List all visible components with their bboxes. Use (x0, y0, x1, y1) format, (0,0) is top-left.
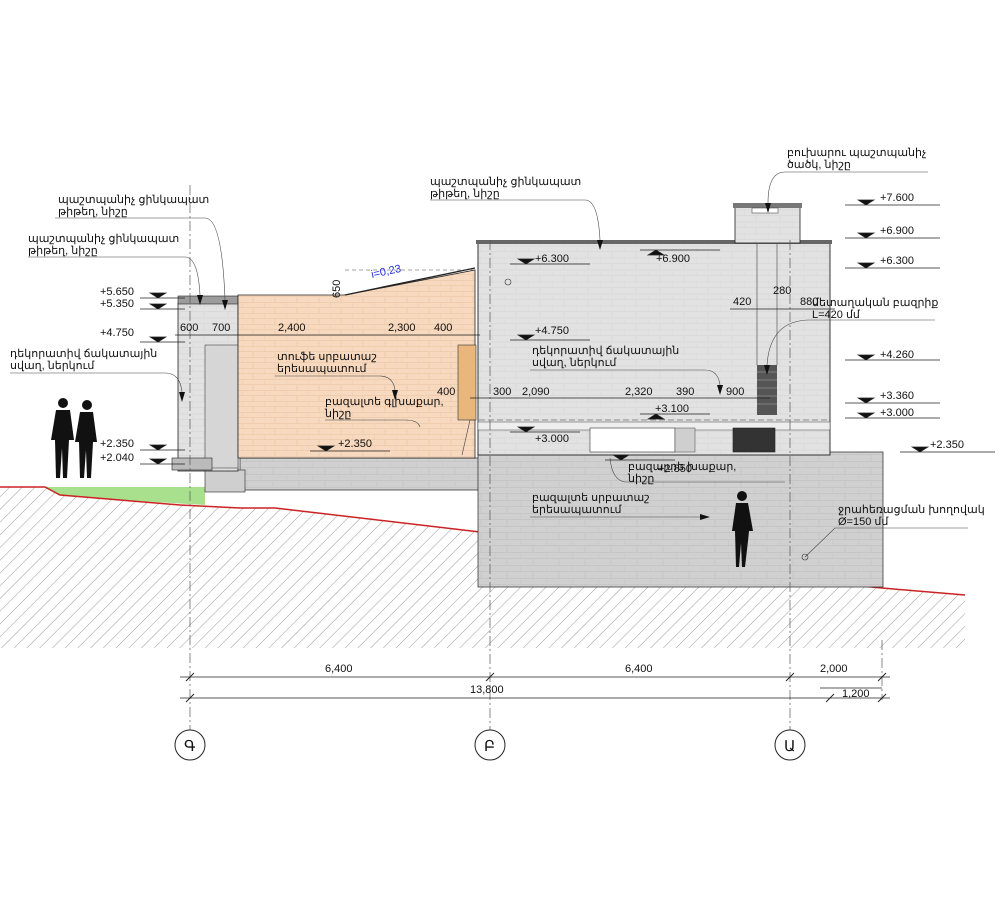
note-decor-mid-a: դեկորատիվ ճակատային (532, 345, 679, 357)
dim-2000: 2,000 (820, 663, 848, 675)
elev-3000-right: +3.000 (880, 407, 914, 419)
note-basalt-facing-a: բազալտե սրբատաշ (532, 492, 650, 504)
elev-6900-right: +6.900 (880, 225, 914, 237)
note-parapet-1a: պաշտպանիչ ցինկապատ (58, 194, 209, 206)
dim-650: 650 (331, 280, 343, 298)
elev-2350-left: +2.350 (100, 438, 134, 450)
elev-2040: +2.040 (100, 452, 134, 464)
note-chimney-a: բուխարու պաշտպանիչ (787, 147, 927, 159)
dark-window (732, 427, 776, 453)
main-roof-edge (476, 240, 832, 244)
note-basalt-cornice-a: բազալտե գլխաքար, (325, 396, 444, 408)
dim-6400-a: 6,400 (325, 663, 353, 675)
note-decor-left-b: սվաղ, ներկում (10, 360, 95, 372)
dim-400-b: 400 (437, 386, 455, 398)
note-drain-b: Ø=150 մմ (838, 516, 889, 528)
note-parapet-mid-b: թիթեղ, նիշը (430, 188, 500, 200)
note-tuff-b: երեսապատում (277, 363, 367, 375)
dim-6400-b: 6,400 (625, 663, 653, 675)
lower-plinth-left (239, 457, 481, 491)
note-metal-stair-a: մետաղական բազրիք (812, 297, 938, 309)
note-parapet-2a: պաշտպանիչ ցինկապատ (28, 233, 179, 245)
dim-1200: 1,200 (842, 688, 870, 700)
elev-4750-left: +4.750 (100, 327, 134, 339)
elev-6300-right: +6.300 (880, 255, 914, 267)
dim-880: 880 (800, 296, 818, 308)
lower-plinth-mid (477, 451, 884, 588)
elev-4260: +4.260 (880, 349, 914, 361)
main-volume (477, 242, 831, 456)
dim-420: 420 (733, 296, 751, 308)
note-parapet-mid-a: պաշտպանիչ ցինկապատ (430, 176, 581, 188)
note-decor-mid-b: սվաղ, ներկում (532, 357, 617, 369)
note-drain-a: ջրահեռացման խողովակ (838, 504, 985, 516)
dim-390: 390 (676, 386, 694, 398)
wood-panel (457, 344, 477, 421)
note-decor-left-a: դեկորատիվ ճակատային (10, 348, 157, 360)
note-parapet-2b: թիթեղ, նիշը (28, 245, 98, 257)
left-tower-inner (204, 344, 239, 469)
elev-4750-center: +4.750 (535, 325, 569, 337)
dim-2300: 2,300 (388, 322, 416, 334)
dim-13800: 13,800 (470, 684, 504, 696)
note-metal-stair-b: L=420 մմ (812, 309, 861, 321)
dim-280: 280 (773, 285, 791, 297)
axis-label-a: Ա (784, 738, 796, 755)
elev-7600: +7.600 (880, 192, 914, 204)
note-basalt-facing-b: երեսապատում (532, 504, 622, 516)
dim-600: 600 (180, 322, 198, 334)
elev-3000-center: +3.000 (535, 433, 569, 445)
note-parapet-1b: թիթեղ, նիշը (58, 206, 128, 218)
dim-300: 300 (493, 386, 511, 398)
elev-5350: +5.350 (100, 298, 134, 310)
dim-400-a: 400 (434, 322, 452, 334)
axis-label-g: Գ (184, 738, 195, 755)
column (674, 427, 696, 453)
note-basalt-cornice-b: նիշը (324, 408, 351, 420)
note-chimney-b: ծածկ, նիշը (787, 159, 851, 171)
lawn (45, 487, 205, 505)
elev-6900-center: +6.900 (656, 253, 690, 265)
dim-2090: 2,090 (522, 386, 550, 398)
elev-2850: +2.850 (658, 463, 692, 475)
dim-700: 700 (212, 322, 230, 334)
note-basalt-sill-b: նիշը (627, 473, 654, 485)
elev-2350-center: +2.350 (338, 438, 372, 450)
elev-3360: +3.360 (880, 390, 914, 402)
elev-6300-center: +6.300 (535, 253, 569, 265)
elev-5650: +5.650 (100, 286, 134, 298)
note-basalt-sill-a: բազալտե խաքար, (628, 461, 736, 473)
elev-3100: +3.100 (655, 403, 689, 415)
note-tuff-a: տուֆե սրբատաշ (277, 351, 377, 363)
dim-2320: 2,320 (625, 386, 653, 398)
stair-hatch (757, 365, 777, 415)
dim-900: 900 (726, 386, 744, 398)
elev-2350-right: +2.350 (930, 439, 964, 451)
dim-2400: 2,400 (278, 322, 306, 334)
roof-slope: i=0,23 (370, 263, 402, 281)
window-opening (589, 427, 676, 453)
axis-label-b: Բ (484, 738, 495, 755)
people-silhouettes (51, 398, 753, 567)
